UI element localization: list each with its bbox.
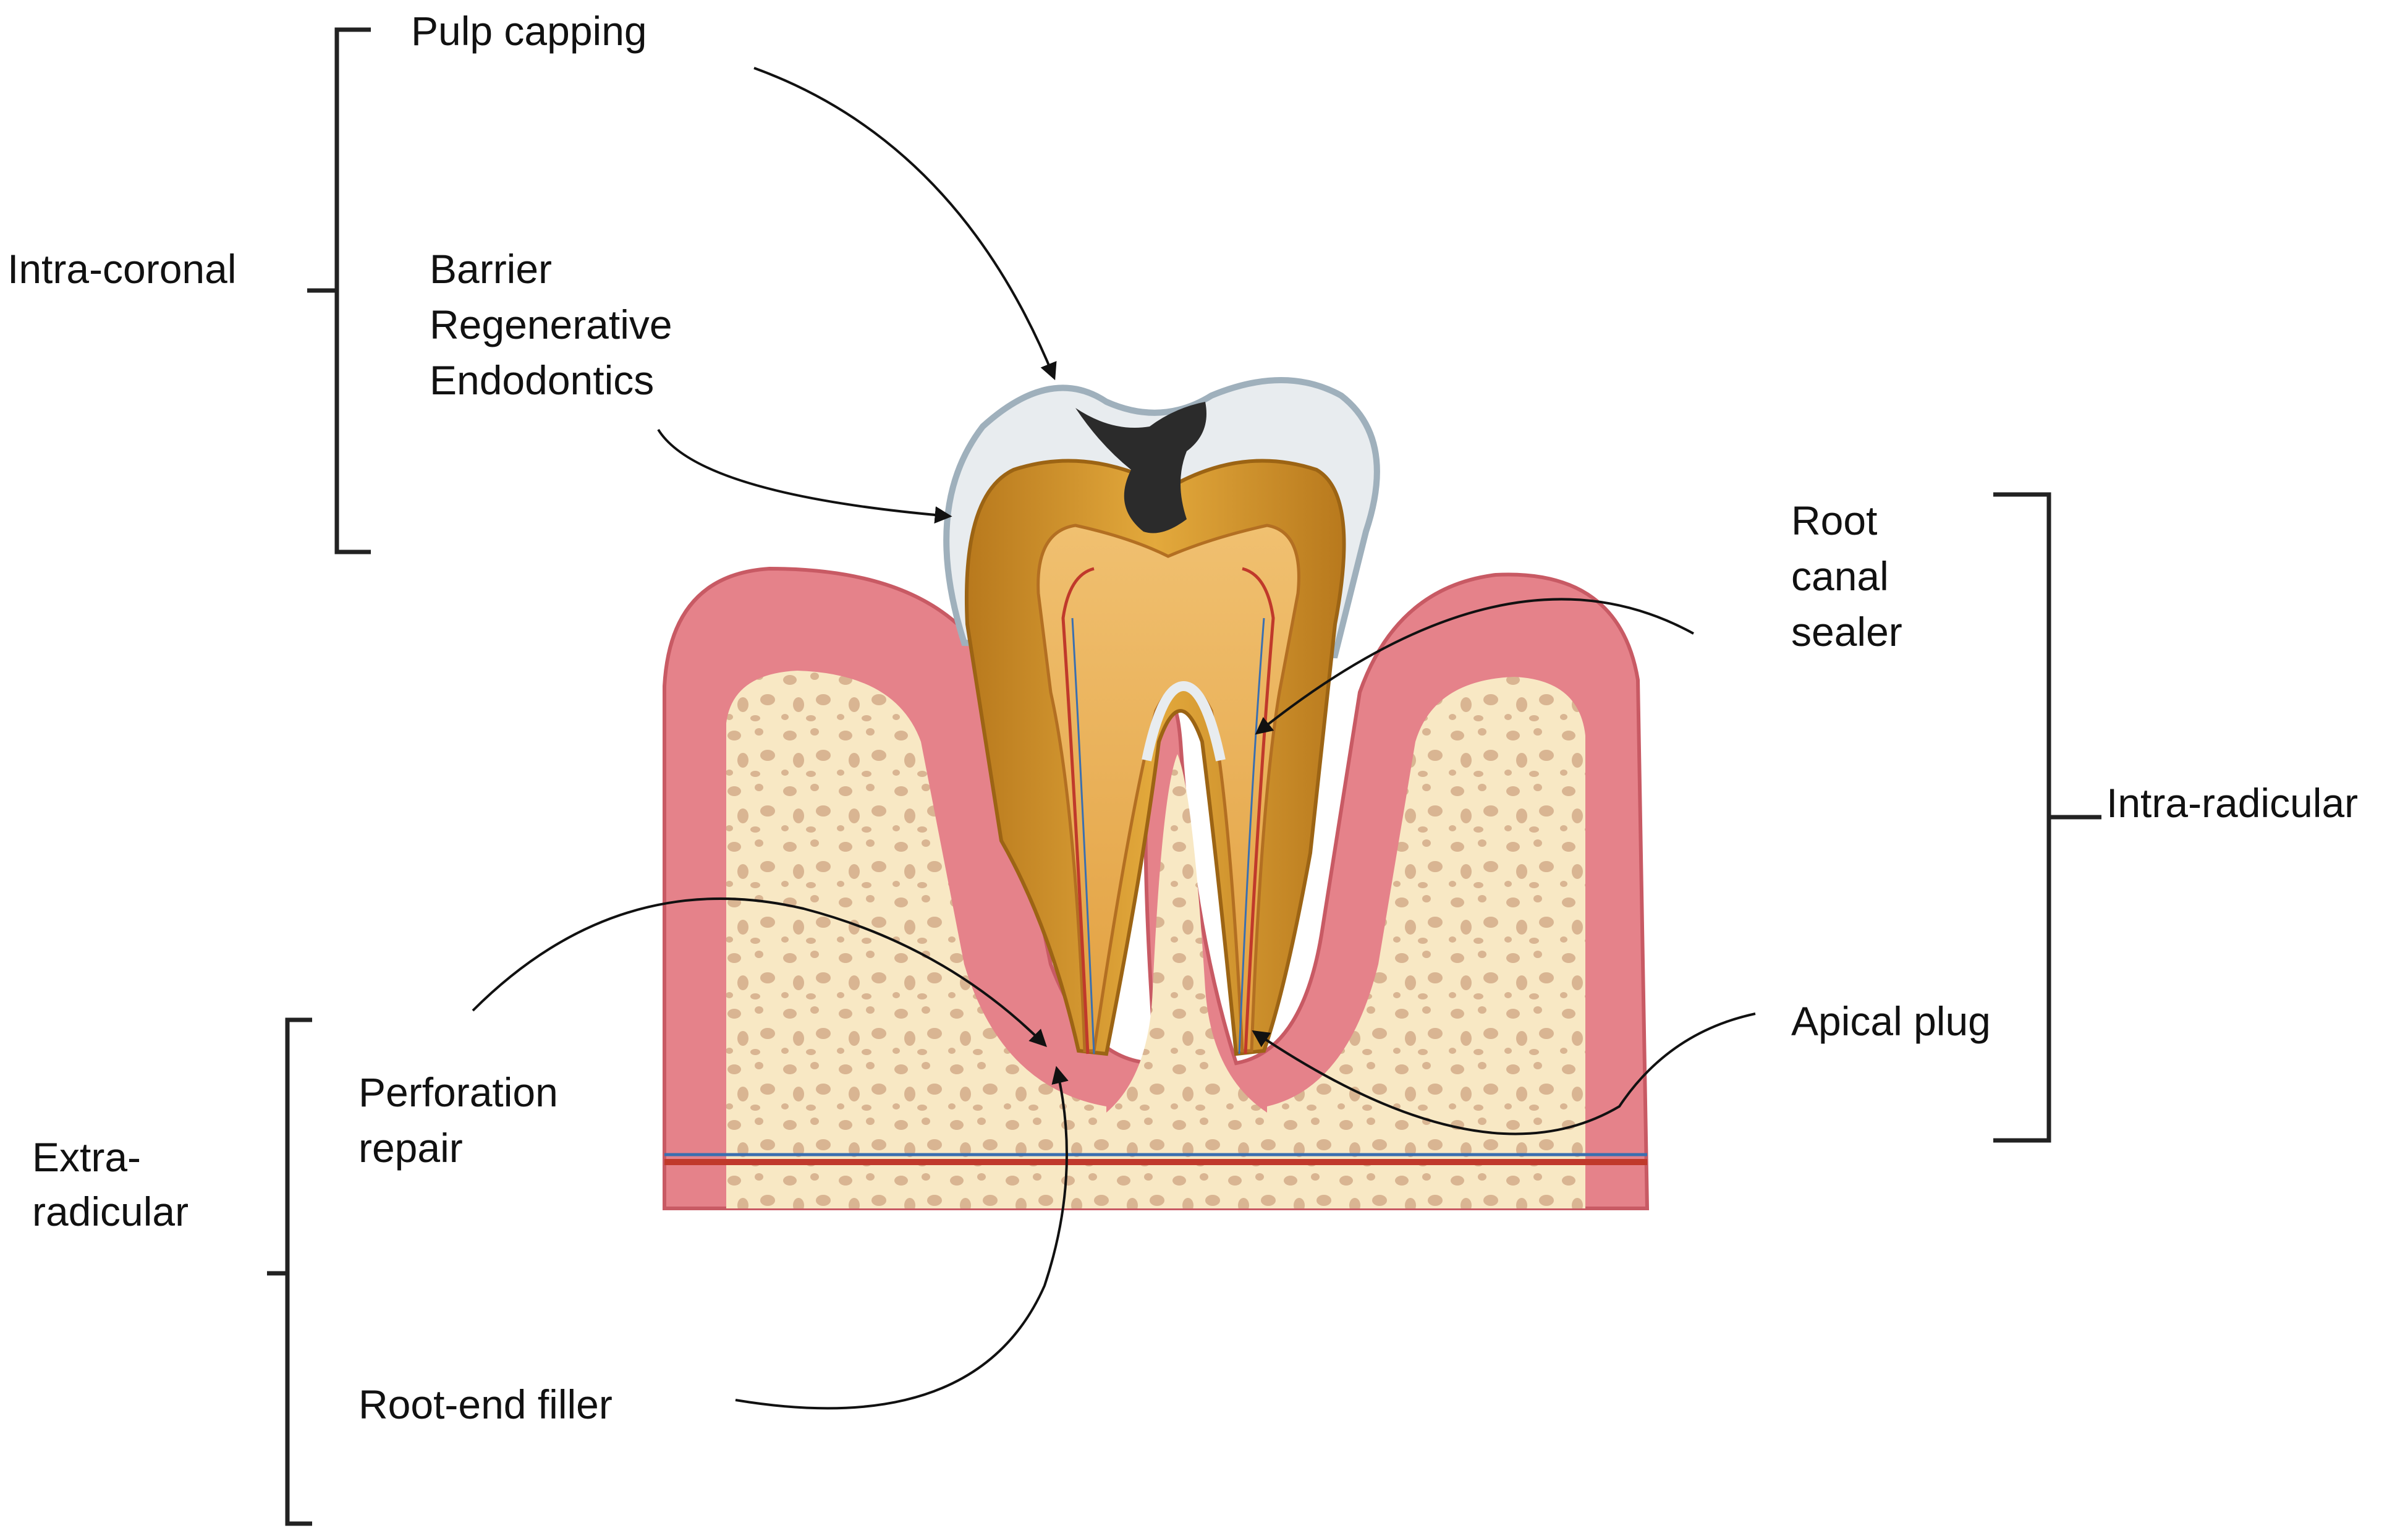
arrows (472, 67, 1756, 1410)
label-root-canal-line3: sealer (1791, 609, 1902, 655)
bone-right (1267, 677, 1585, 1208)
bracket-intra-radicular (1993, 492, 2101, 1143)
label-root-canal-line2: canal (1791, 553, 1889, 599)
arrow-perforation-repair (472, 897, 1047, 1047)
label-perforation-line1: Perforation (358, 1069, 558, 1115)
label-apical-plug: Apical plug (1791, 998, 1991, 1044)
caries (1075, 402, 1206, 533)
arrow-root-canal-sealer (1255, 598, 1694, 735)
label-perforation-line2: repair (358, 1125, 463, 1171)
bone-center (1106, 754, 1267, 1208)
arrow-pulp-capping (753, 67, 1057, 381)
bone-left (726, 671, 1106, 1208)
bracket-extra-radicular (267, 1017, 312, 1526)
label-root-canal-line1: Root (1791, 498, 1877, 543)
jaw-illustration (663, 566, 1650, 1210)
arrow-barrier (657, 428, 952, 524)
labels: Intra-coronal Intra-radicular Extra- rad… (7, 8, 2358, 1427)
arrow-apical-plug (1252, 1012, 1756, 1135)
group-extra-radicular-line1: Extra- (32, 1134, 141, 1180)
arrow-root-end-filler (735, 1066, 1069, 1410)
root-inner-lining (1142, 681, 1226, 762)
group-intra-coronal: Intra-coronal (7, 246, 237, 292)
nerve-blue-left (1071, 617, 1095, 1054)
label-barrier-line2: Regenerative (430, 302, 672, 347)
label-pulp-capping: Pulp capping (411, 8, 647, 54)
pulp (1037, 524, 1300, 1053)
nerve-left (1061, 567, 1095, 1054)
label-barrier-line3: Endodontics (430, 357, 654, 403)
group-extra-radicular-line2: radicular (32, 1189, 189, 1234)
group-intra-radicular: Intra-radicular (2106, 780, 2358, 826)
tooth-illustration (943, 377, 1380, 1056)
nerve-blue-right (1238, 617, 1265, 1054)
brackets (267, 27, 2101, 1526)
label-barrier-line1: Barrier (430, 246, 552, 292)
bracket-intra-coronal (307, 27, 371, 554)
label-root-end-filler: Root-end filler (358, 1381, 613, 1427)
